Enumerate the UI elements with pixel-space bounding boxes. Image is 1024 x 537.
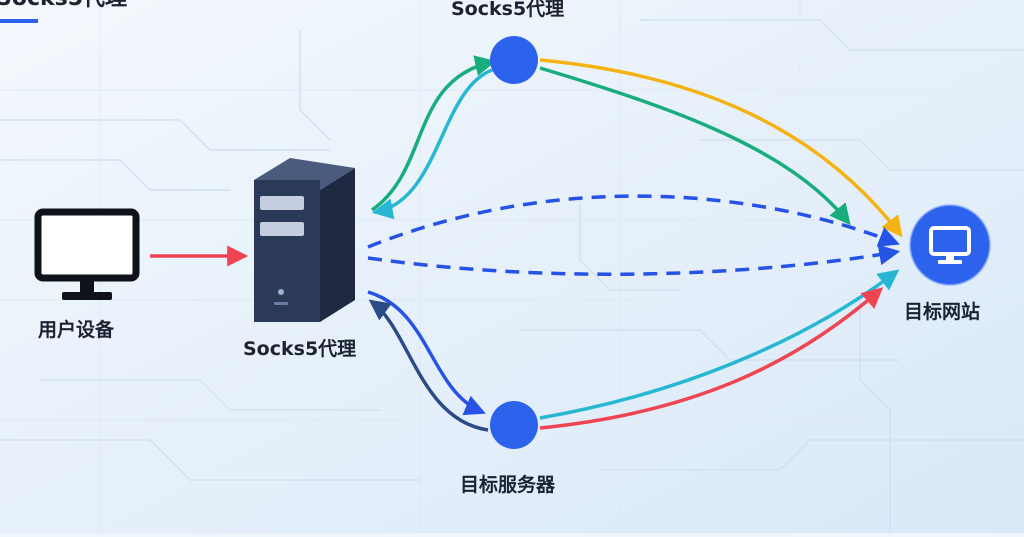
arrow-target-server-to-site-red bbox=[539, 287, 884, 430]
target-server-circle bbox=[490, 401, 538, 449]
circuit-decoration bbox=[0, 19, 1024, 533]
target-server-label: 目标服务器 bbox=[460, 474, 556, 496]
target-site-node bbox=[909, 204, 991, 286]
user-device-label: 用户设备 bbox=[38, 319, 115, 341]
arrow-proxy-to-site-dashed-bottom bbox=[367, 244, 901, 276]
top-node-label: Socks5代理 bbox=[451, 0, 565, 20]
arrow-top-node-to-site-yellow bbox=[539, 58, 903, 238]
arrow-target-server-to-proxy bbox=[368, 299, 489, 432]
target-site-label: 目标网站 bbox=[904, 301, 981, 323]
server-tower-icon bbox=[254, 158, 355, 322]
arrow-top-node-to-proxy bbox=[371, 68, 493, 220]
title-underline bbox=[0, 19, 38, 23]
top-node-circle bbox=[490, 36, 538, 84]
page-title: Socks5代理 bbox=[0, 0, 127, 10]
arrow-proxy-to-top-node bbox=[371, 55, 497, 212]
arrow-top-node-to-site-green bbox=[539, 66, 851, 226]
proxy-server-label: Socks5代理 bbox=[243, 338, 357, 360]
monitor-icon bbox=[34, 208, 140, 300]
